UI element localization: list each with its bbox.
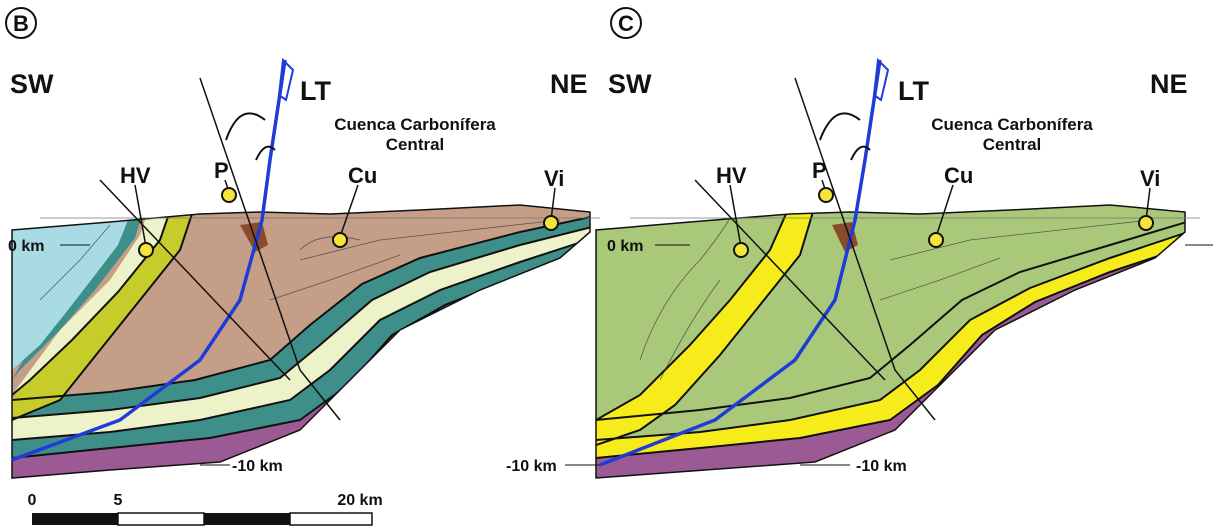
panel-b-left-olive bbox=[12, 205, 195, 420]
panel-b-station-p bbox=[221, 187, 237, 203]
panel-c-cross-fault bbox=[794, 77, 936, 421]
panel-b-fault-lt bbox=[11, 59, 287, 462]
panel-c-basin-line2: Central bbox=[983, 135, 1042, 154]
panel-b-station-vi bbox=[543, 215, 559, 231]
panel-b-station-cu bbox=[332, 232, 348, 248]
panel-c-thin-lines bbox=[639, 217, 1151, 381]
panel-b-cross-fault bbox=[199, 77, 341, 421]
panel-b-badge bbox=[5, 7, 37, 39]
panel-c-cross-fault-2 bbox=[694, 179, 886, 381]
panel-c-10km-label: -10 km bbox=[856, 458, 907, 475]
panel-c-badge bbox=[610, 7, 642, 39]
panel-c-rotation-arc-2 bbox=[850, 145, 871, 161]
panel-b-core bbox=[12, 215, 130, 370]
panel-c-letter: C bbox=[618, 11, 634, 36]
panel-c-fault-arrow bbox=[872, 57, 890, 102]
panel-b-cu-label: Cu bbox=[348, 163, 377, 188]
panel-c-station-hv bbox=[733, 242, 749, 258]
panel-b-0km-label: 0 km bbox=[8, 238, 44, 255]
scale-label-5: 5 bbox=[114, 492, 123, 509]
panel-c-sw-label: SW bbox=[608, 69, 652, 99]
panel-c-cu-label: Cu bbox=[944, 163, 973, 188]
panel-c-10km-left-label: -10 km bbox=[506, 458, 557, 475]
panel-b-10km-label: -10 km bbox=[232, 458, 283, 475]
panel-c-rotation-arc bbox=[819, 112, 861, 141]
panel-c-hv-label: HV bbox=[716, 163, 747, 188]
panel-b-sw-label: SW bbox=[10, 69, 54, 99]
panel-b-rotation-arc bbox=[225, 112, 266, 141]
panel-c-station-p bbox=[818, 187, 834, 203]
panel-c-bed-lines bbox=[596, 205, 1185, 459]
panel-c-lt-label: LT bbox=[898, 76, 929, 106]
scale-segment-4 bbox=[289, 512, 373, 526]
panel-b-thin-lines bbox=[39, 219, 561, 301]
panel-b-hv-label: HV bbox=[120, 163, 151, 188]
panel-b-vi-label: Vi bbox=[544, 166, 564, 191]
panel-b-rotation-arc-2 bbox=[255, 145, 276, 161]
scale-segment-1 bbox=[32, 513, 118, 525]
scale-label-20km: 20 km bbox=[337, 492, 382, 509]
panel-b-outline bbox=[11, 204, 591, 479]
panel-c-station-cu bbox=[928, 232, 944, 248]
panel-c-p-label: P bbox=[812, 158, 827, 183]
panel-b-lt-label: LT bbox=[300, 76, 331, 106]
panel-c-vi-label: Vi bbox=[1140, 166, 1160, 191]
panel-b-fault-arrow bbox=[277, 57, 295, 102]
panel-b-p-label: P bbox=[214, 158, 229, 183]
panel-c-upper-fill bbox=[596, 205, 1185, 440]
panel-c-basin-line1: Cuenca Carbonífera bbox=[931, 115, 1093, 134]
panel-b: B SW NE LT Cuenca Carbonífera Central HV… bbox=[5, 7, 600, 479]
panel-b-stack-outer bbox=[12, 236, 590, 458]
panel-b-cross-fault-2 bbox=[99, 179, 291, 381]
panel-b-station-hv bbox=[138, 242, 154, 258]
panel-b-left-cream bbox=[12, 205, 172, 395]
panel-b-basin-line2: Central bbox=[386, 135, 445, 154]
scale-segment-2 bbox=[117, 512, 205, 526]
panel-c: C SW NE LT Cuenca Carbonífera Central HV… bbox=[506, 7, 1213, 479]
panel-b-stack-teal2 bbox=[12, 215, 590, 418]
panel-b-basin-line1: Cuenca Carbonífera bbox=[334, 115, 496, 134]
scale-segment-3 bbox=[204, 513, 290, 525]
panel-c-station-vi bbox=[1138, 215, 1154, 231]
scale-label-0: 0 bbox=[28, 492, 37, 509]
panel-b-ne-label: NE bbox=[550, 69, 588, 99]
panel-c-0km-label: 0 km bbox=[607, 238, 643, 255]
scale-bar: 0 5 20 km bbox=[28, 492, 383, 526]
panel-b-stack-cream1 bbox=[12, 225, 590, 440]
panel-c-outline bbox=[595, 204, 1186, 479]
panel-c-ne-label: NE bbox=[1150, 69, 1188, 99]
panel-c-fault-lt bbox=[599, 59, 882, 467]
panel-c-yellow-band-low bbox=[596, 228, 1185, 458]
panel-b-letter: B bbox=[13, 11, 29, 36]
